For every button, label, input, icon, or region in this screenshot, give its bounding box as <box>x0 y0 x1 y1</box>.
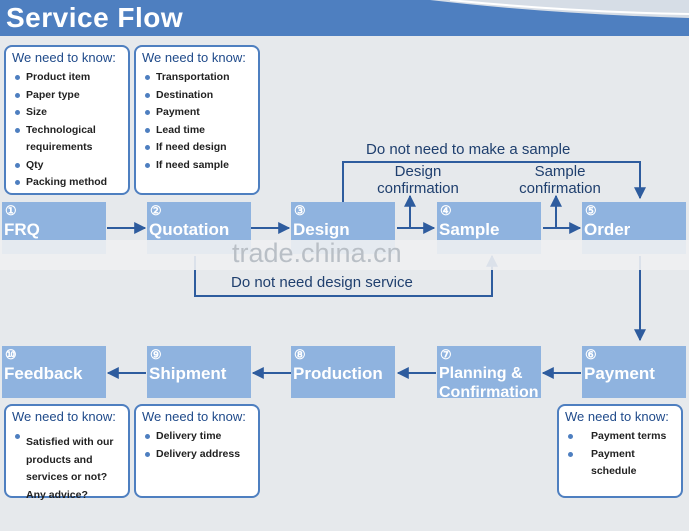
list-item: Delivery time <box>142 428 252 446</box>
step-number: ⑨ <box>150 347 162 362</box>
step-label: Order <box>584 220 631 239</box>
list-item: Lead time <box>142 122 252 140</box>
step-label: Feedback <box>4 364 83 383</box>
watermark-text: trade.china.cn <box>232 238 402 268</box>
list-item: Payment terms <box>565 428 675 446</box>
step-number: ⑥ <box>585 347 597 362</box>
list-item: Qty <box>12 157 122 175</box>
step-shipment: ⑨ Shipment <box>147 346 251 398</box>
step-number: ⑧ <box>294 347 306 362</box>
list-item: Product item <box>12 69 122 87</box>
list-item: Packing method <box>12 174 122 192</box>
info-box-title: We need to know: <box>12 50 116 65</box>
step-number: ① <box>5 203 17 218</box>
step-label: FRQ <box>4 220 40 239</box>
list-item: Size <box>12 104 122 122</box>
info-box-payment: We need to know: Payment terms Payment s… <box>557 404 683 498</box>
info-box-shipping: We need to know: Transportation Destinat… <box>134 45 260 195</box>
step-label: Sample <box>439 220 500 239</box>
list-item: Payment schedule <box>565 446 675 481</box>
info-box-title: We need to know: <box>12 409 116 424</box>
step-label: Planning & Confirmation <box>439 365 539 401</box>
sample-confirmation-label: Sample confirmation <box>519 163 601 197</box>
design-confirmation-label: Design confirmation <box>377 163 459 197</box>
watermark-band <box>0 240 689 270</box>
step-label: Shipment <box>149 364 227 383</box>
step-label: Design <box>293 220 350 239</box>
list-item: Delivery address <box>142 446 252 464</box>
step-number: ⑦ <box>440 347 452 362</box>
list-item: Transportation <box>142 69 252 87</box>
step-production: ⑧ Production <box>291 346 395 398</box>
no-sample-label: Do not need to make a sample <box>366 141 571 158</box>
list-item: If need design <box>142 139 252 157</box>
no-design-label: Do not need design service <box>231 274 413 291</box>
info-box-title: We need to know: <box>565 409 669 424</box>
page-title: Service Flow <box>6 2 184 33</box>
step-label: Production <box>293 364 383 383</box>
step-feedback: ⑩ Feedback <box>2 346 106 398</box>
list-item: Satisfied with our products and services… <box>12 428 122 504</box>
list-item: Destination <box>142 87 252 105</box>
step-number: ② <box>150 203 162 218</box>
info-box-title: We need to know: <box>142 50 246 65</box>
step-planning-confirmation: ⑦ Planning & Confirmation <box>437 346 541 401</box>
list-item: Payment <box>142 104 252 122</box>
step-payment: ⑥ Payment <box>582 346 686 398</box>
info-box-title: We need to know: <box>142 409 246 424</box>
step-label: Quotation <box>149 220 230 239</box>
info-box-delivery: We need to know: Delivery time Delivery … <box>134 404 260 498</box>
info-box-product: We need to know: Product item Paper type… <box>4 45 130 195</box>
list-item: Paper type <box>12 87 122 105</box>
list-item: Technological requirements <box>12 122 122 157</box>
step-number: ④ <box>440 203 452 218</box>
list-item: If need sample <box>142 157 252 175</box>
header-swoosh-decoration <box>430 0 689 18</box>
step-number: ⑤ <box>585 203 597 218</box>
header-bar: Service Flow <box>0 0 689 36</box>
info-box-feedback: We need to know: Satisfied with our prod… <box>4 404 130 501</box>
step-label: Payment <box>584 364 655 383</box>
step-number: ⑩ <box>5 347 17 362</box>
step-number: ③ <box>294 203 306 218</box>
